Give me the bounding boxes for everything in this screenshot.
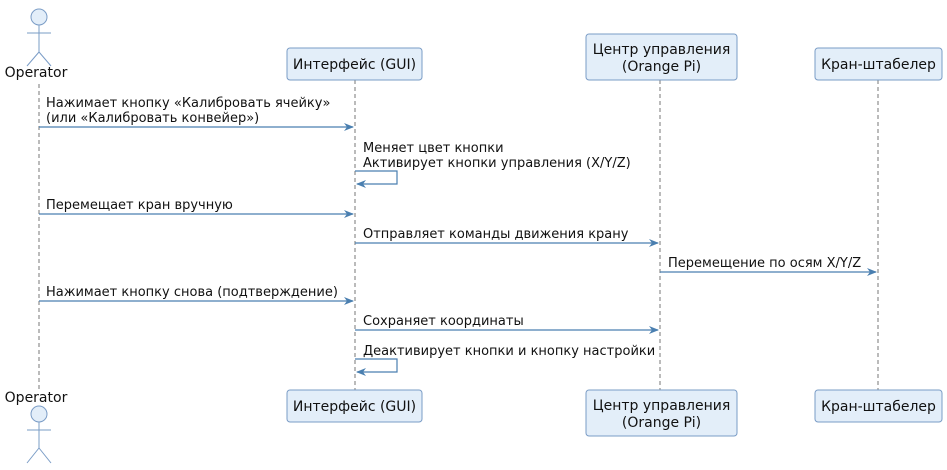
- actor-label: Operator: [5, 65, 68, 81]
- participant-label-line1: Центр управления: [593, 398, 731, 414]
- participant-gui-top: Интерфейс (GUI): [286, 47, 423, 81]
- participant-crane-bottom: Кран-штабелер: [814, 389, 943, 423]
- message-text-line2: Активирует кнопки управления (X/Y/Z): [363, 156, 631, 171]
- message-text: Деактивирует кнопки и кнопку настройки: [363, 344, 655, 359]
- message-2-self: Меняет цвет кнопки Активирует кнопки упр…: [355, 141, 631, 188]
- participant-crane-top: Кран-штабелер: [814, 47, 943, 81]
- participant-label: Интерфейс (GUI): [293, 57, 416, 73]
- participant-label-line2: (Orange Pi): [622, 415, 701, 431]
- participant-box: [814, 47, 943, 81]
- message-1: Нажимает кнопку «Калибровать ячейку» (ил…: [39, 96, 354, 131]
- message-6: Нажимает кнопку снова (подтверждение): [39, 285, 354, 305]
- message-8-self: Деактивирует кнопки и кнопку настройки: [355, 344, 655, 376]
- participant-control-center-bottom: Центр управления (Orange Pi): [585, 389, 738, 437]
- participant-label: Кран-штабелер: [821, 399, 936, 415]
- actor-label: Operator: [5, 390, 68, 406]
- message-text: Сохраняет координаты: [363, 314, 524, 329]
- message-3: Перемещает кран вручную: [39, 198, 354, 218]
- actor-right-leg: [38, 51, 52, 67]
- message-arrow: [355, 358, 398, 376]
- message-4: Отправляет команды движения крану: [355, 227, 659, 247]
- participant-gui-bottom: Интерфейс (GUI): [286, 389, 423, 423]
- actor-head: [30, 8, 48, 26]
- participant-label: Интерфейс (GUI): [293, 399, 416, 415]
- actor-head: [30, 405, 48, 423]
- actor-right-leg: [38, 447, 52, 464]
- actor-operator-bottom: Operator: [5, 390, 68, 464]
- participant-box: [286, 47, 423, 81]
- actor-left-leg: [26, 447, 40, 464]
- participant-box: [814, 389, 943, 423]
- participant-box: [286, 389, 423, 423]
- participant-label-line2: (Orange Pi): [622, 59, 701, 75]
- message-arrow: [355, 170, 398, 188]
- message-text-line1: Нажимает кнопку «Калибровать ячейку»: [46, 96, 330, 111]
- participant-box: [585, 389, 738, 437]
- message-text-line2: (или «Калибровать конвейер»): [46, 111, 259, 126]
- message-text: Нажимает кнопку снова (подтверждение): [46, 285, 338, 300]
- message-5: Перемещение по осям X/Y/Z: [660, 256, 877, 276]
- actor-operator-top: Operator: [5, 8, 68, 81]
- message-7: Сохраняет координаты: [355, 314, 659, 334]
- participant-label: Кран-штабелер: [821, 57, 936, 73]
- actor-left-leg: [26, 51, 40, 67]
- participant-label-line1: Центр управления: [593, 42, 731, 58]
- message-text: Перемещает кран вручную: [46, 198, 233, 213]
- message-text: Перемещение по осям X/Y/Z: [668, 256, 861, 271]
- message-text: Отправляет команды движения крану: [363, 227, 629, 242]
- participant-box: [585, 33, 738, 81]
- message-text-line1: Меняет цвет кнопки: [363, 141, 504, 156]
- participant-control-center-top: Центр управления (Orange Pi): [585, 33, 738, 81]
